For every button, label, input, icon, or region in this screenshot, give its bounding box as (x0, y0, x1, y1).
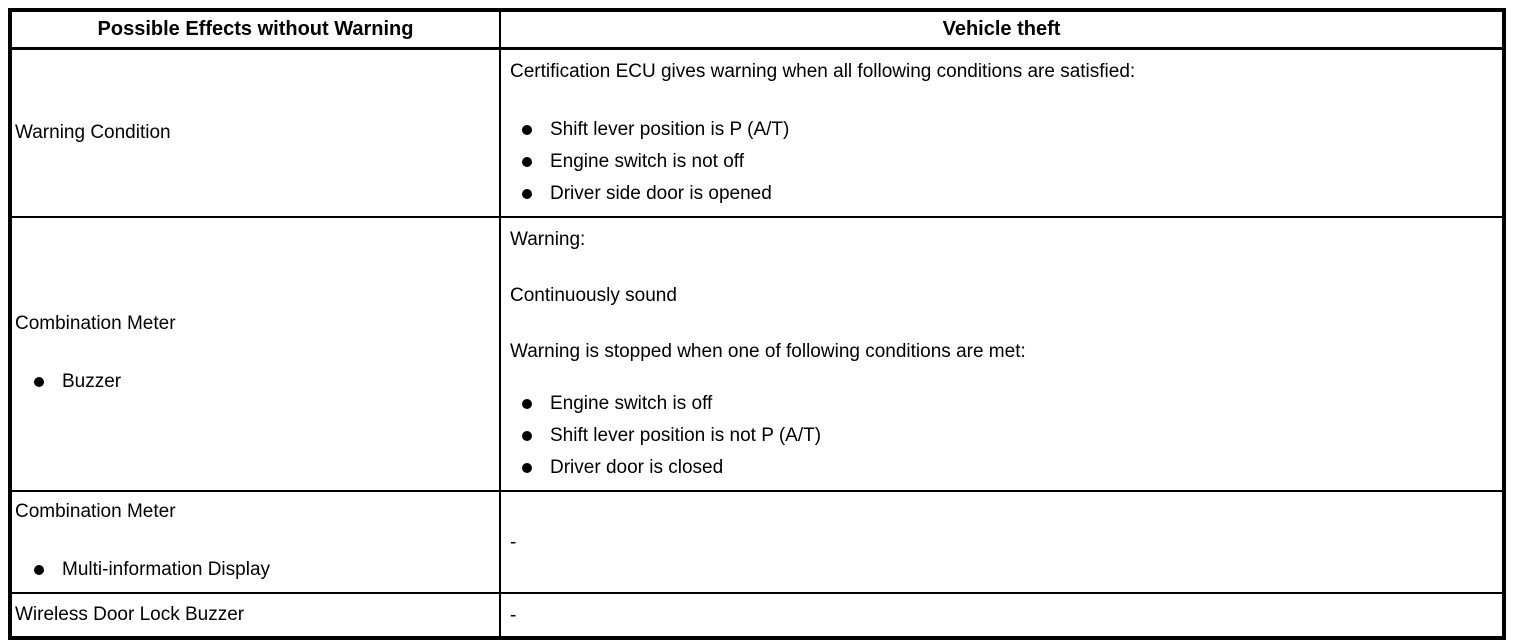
bullet-icon (34, 564, 44, 575)
row-content-cell: Certification ECU gives warning when all… (499, 47, 1505, 218)
row-label-cell: Combination Meter Multi-information Disp… (9, 489, 501, 594)
table-header-row: Possible Effects without Warning Vehicle… (9, 9, 1505, 50)
bullet-icon (522, 188, 532, 199)
list-item-text: Driver door is closed (550, 456, 724, 478)
cell-placeholder-dash: - (510, 531, 517, 553)
list-item: Driver side door is opened (510, 178, 1492, 210)
bullet-icon (522, 398, 532, 409)
label-sublist: Buzzer (15, 366, 493, 398)
list-item-text: Driver side door is opened (550, 182, 772, 204)
list-item-text: Engine switch is not off (550, 150, 744, 172)
row-label: Wireless Door Lock Buzzer (15, 603, 245, 625)
cell-paragraph: Continuously sound (510, 284, 677, 306)
table-row-warning-condition: Warning Condition Certification ECU give… (9, 47, 1505, 218)
list-item: Multi-information Display (15, 554, 493, 586)
row-content-cell: - (499, 489, 1505, 594)
row-label-cell: Wireless Door Lock Buzzer (9, 591, 501, 639)
cell-placeholder-dash: - (510, 604, 517, 626)
list-item-text: Shift lever position is not P (A/T) (550, 424, 822, 446)
bullet-icon (522, 156, 532, 167)
row-label: Warning Condition (15, 121, 171, 143)
list-item: Engine switch is off (510, 388, 1492, 420)
bullet-icon (522, 462, 532, 473)
header-cell-possible-effects: Possible Effects without Warning (9, 9, 501, 50)
row-content-cell: - (499, 591, 1505, 639)
row-label-cell: Combination Meter Buzzer (9, 215, 501, 492)
row-label: Combination Meter (15, 500, 176, 522)
bullet-icon (34, 376, 44, 387)
cell-paragraph: Warning: (510, 228, 586, 250)
cell-paragraph: Certification ECU gives warning when all… (510, 60, 1136, 82)
condition-list: Engine switch is off Shift lever positio… (510, 388, 1492, 484)
list-item-text: Shift lever position is P (A/T) (550, 118, 790, 140)
row-label: Combination Meter (15, 312, 176, 334)
row-label-cell: Warning Condition (9, 47, 501, 218)
list-item: Shift lever position is not P (A/T) (510, 420, 1492, 452)
list-item-text: Multi-information Display (62, 558, 271, 580)
condition-list: Shift lever position is P (A/T) Engine s… (510, 114, 1492, 210)
list-item: Engine switch is not off (510, 146, 1492, 178)
cell-paragraph: Warning is stopped when one of following… (510, 340, 1026, 362)
list-item: Driver door is closed (510, 452, 1492, 484)
row-content-cell: Warning: Continuously sound Warning is s… (499, 215, 1505, 492)
list-item: Buzzer (15, 366, 493, 398)
effects-table: Possible Effects without Warning Vehicle… (8, 8, 1506, 640)
list-item: Shift lever position is P (A/T) (510, 114, 1492, 146)
table-row-combination-meter-buzzer: Combination Meter Buzzer Warning: Contin… (9, 215, 1505, 492)
header-cell-vehicle-theft: Vehicle theft (499, 9, 1505, 50)
table-row-wireless-door-lock-buzzer: Wireless Door Lock Buzzer - (9, 591, 1505, 639)
bullet-icon (522, 430, 532, 441)
label-sublist: Multi-information Display (15, 554, 493, 586)
table-row-combination-meter-display: Combination Meter Multi-information Disp… (9, 489, 1505, 594)
list-item-text: Engine switch is off (550, 392, 713, 414)
list-item-text: Buzzer (62, 370, 122, 392)
bullet-icon (522, 124, 532, 135)
